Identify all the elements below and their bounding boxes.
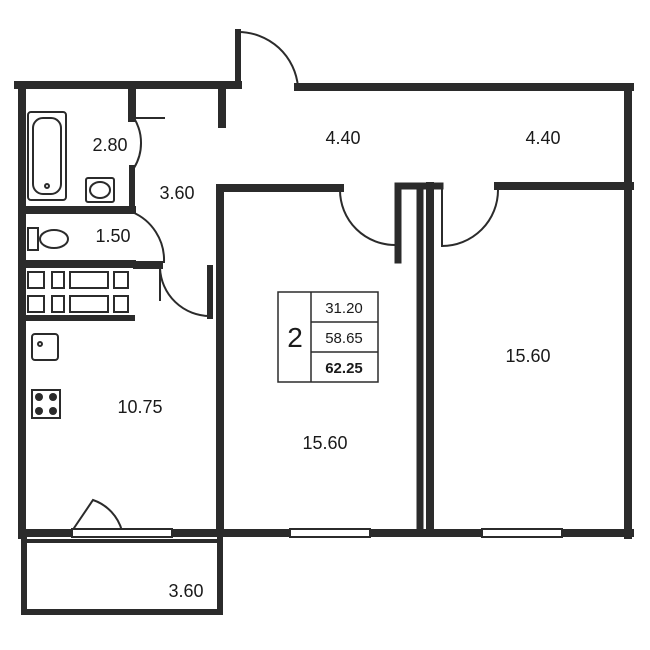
- stove-burner-2: [49, 393, 57, 401]
- total-area: 58.65: [325, 330, 363, 347]
- bathtub: [27, 111, 67, 201]
- entry-door-swing: [236, 30, 300, 89]
- balcony-wall: [21, 537, 223, 615]
- info-box: [277, 291, 379, 383]
- right-room-door-swing: [440, 188, 500, 248]
- window-middle-room: [289, 528, 371, 538]
- hall-area-label: 3.60: [159, 183, 194, 203]
- middle-room-door-swing: [338, 188, 398, 247]
- window-kitchen: [71, 528, 173, 538]
- rooms-count: 2: [287, 322, 303, 353]
- kitchen-area-label: 10.75: [117, 397, 162, 417]
- wardrobe-cell-3: [69, 271, 109, 289]
- wc-door-swing: [130, 210, 166, 264]
- balcony-door-arc: [70, 498, 124, 533]
- wardrobe-cell-5: [27, 295, 45, 313]
- stove-burner-1: [35, 393, 43, 401]
- bath-sink-basin: [89, 181, 111, 199]
- right-room-area-label: 15.60: [505, 346, 550, 366]
- central-column: [394, 182, 424, 537]
- wc-area-label: 1.50: [95, 226, 130, 246]
- stove: [31, 389, 61, 419]
- wardrobe-cell-4: [113, 271, 129, 289]
- middle-room-area-label: 15.60: [302, 433, 347, 453]
- living-area: 31.20: [325, 300, 363, 317]
- bath-sink: [85, 177, 115, 203]
- toilet-bowl: [39, 229, 69, 249]
- stove-burner-3: [35, 407, 43, 415]
- bath-area-label: 2.80: [92, 135, 127, 155]
- kitchen-sink: [31, 333, 59, 361]
- kitchen-sink-drain: [37, 341, 43, 347]
- wardrobe-cell-6: [51, 295, 65, 313]
- stove-burner-4: [49, 407, 57, 415]
- toilet-tank: [27, 227, 39, 251]
- bathtub-inner: [32, 117, 62, 195]
- wardrobe-cell-8: [113, 295, 129, 313]
- balcony-area-label: 3.60: [168, 581, 203, 601]
- wardrobe-cell-2: [51, 271, 65, 289]
- corridor-left-area-label: 4.40: [325, 128, 360, 148]
- bath-door-swing: [132, 116, 143, 170]
- window-right-room: [481, 528, 563, 538]
- wardrobe-cell-1: [27, 271, 45, 289]
- corridor-right-area-label: 4.40: [525, 128, 560, 148]
- kitchen-door-swing: [158, 266, 212, 318]
- bathtub-drain: [44, 183, 50, 189]
- wardrobe-cell-7: [69, 295, 109, 313]
- total-area-with-balcony: 62.25: [325, 360, 363, 377]
